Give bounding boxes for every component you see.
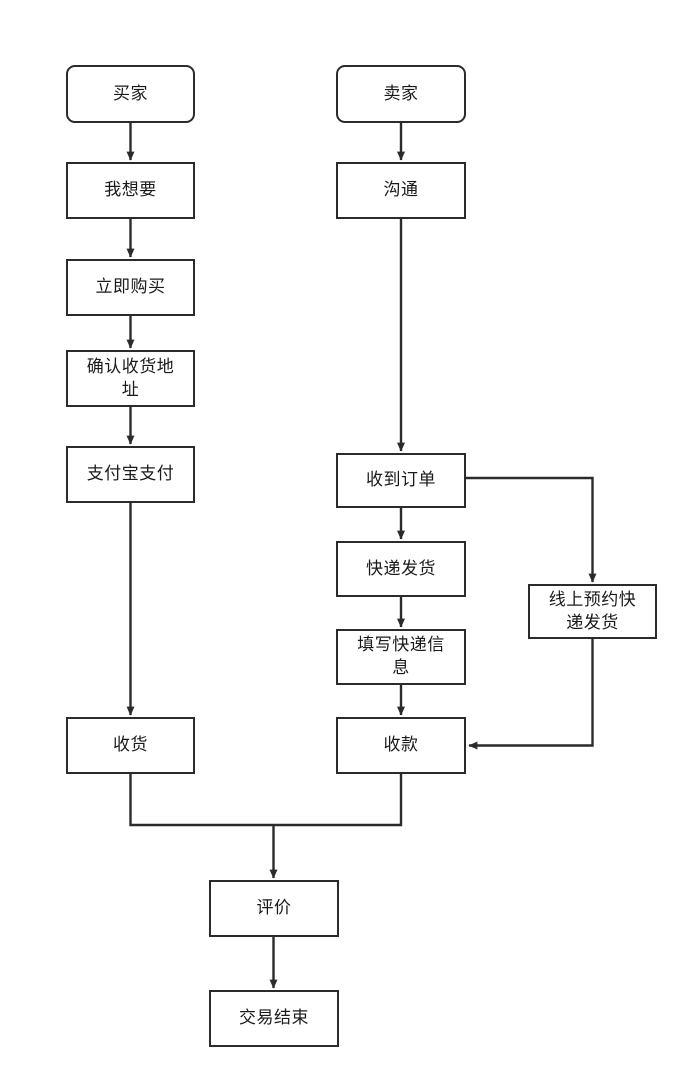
node-seller[interactable]: 卖家 [336, 65, 466, 123]
node-receive-goods-label: 收货 [113, 735, 148, 756]
node-review-label: 评价 [256, 898, 292, 919]
node-confirm-address[interactable]: 确认收货地 址 [66, 350, 195, 407]
node-transaction-finished-label: 交易结束 [239, 1008, 309, 1029]
node-seller-label: 卖家 [383, 83, 419, 104]
node-confirm-address-label: 确认收货地 址 [86, 356, 175, 400]
node-buyer[interactable]: 买家 [66, 65, 195, 123]
node-fill-express-info[interactable]: 填写快递信 息 [336, 629, 466, 685]
node-online-booking-shipment-label: 线上预约快 递发货 [548, 589, 637, 633]
node-online-booking-shipment[interactable]: 线上预约快 递发货 [528, 584, 657, 639]
node-express-shipment-label: 快递发货 [366, 558, 436, 579]
node-communicate[interactable]: 沟通 [336, 162, 466, 219]
node-i-want-label: 我想要 [104, 180, 157, 201]
node-receive-payment[interactable]: 收款 [336, 717, 466, 774]
node-alipay-payment-label: 支付宝支付 [86, 464, 175, 485]
node-alipay-payment[interactable]: 支付宝支付 [66, 446, 195, 503]
node-received-order-label: 收到订单 [366, 470, 436, 491]
node-receive-goods[interactable]: 收货 [66, 717, 195, 774]
edge-got-order-to-online-booking [466, 476, 597, 583]
node-fill-express-info-label: 填写快递信 息 [357, 635, 445, 678]
node-received-order[interactable]: 收到订单 [336, 453, 466, 508]
node-communicate-label: 沟通 [383, 180, 419, 201]
edge-receive-goods-to-merge [129, 774, 274, 827]
node-review[interactable]: 评价 [209, 880, 339, 937]
edge-online-booking-to-receive-payment [468, 639, 594, 750]
node-transaction-finished[interactable]: 交易结束 [209, 990, 339, 1047]
edge-receive-payment-to-merge [273, 774, 403, 827]
node-buy-now-label: 立即购买 [95, 277, 166, 298]
node-buy-now[interactable]: 立即购买 [66, 259, 195, 316]
node-receive-payment-label: 收款 [383, 735, 419, 756]
node-buyer-label: 买家 [113, 83, 148, 104]
node-express-shipment[interactable]: 快递发货 [336, 541, 466, 597]
node-i-want[interactable]: 我想要 [66, 162, 195, 219]
